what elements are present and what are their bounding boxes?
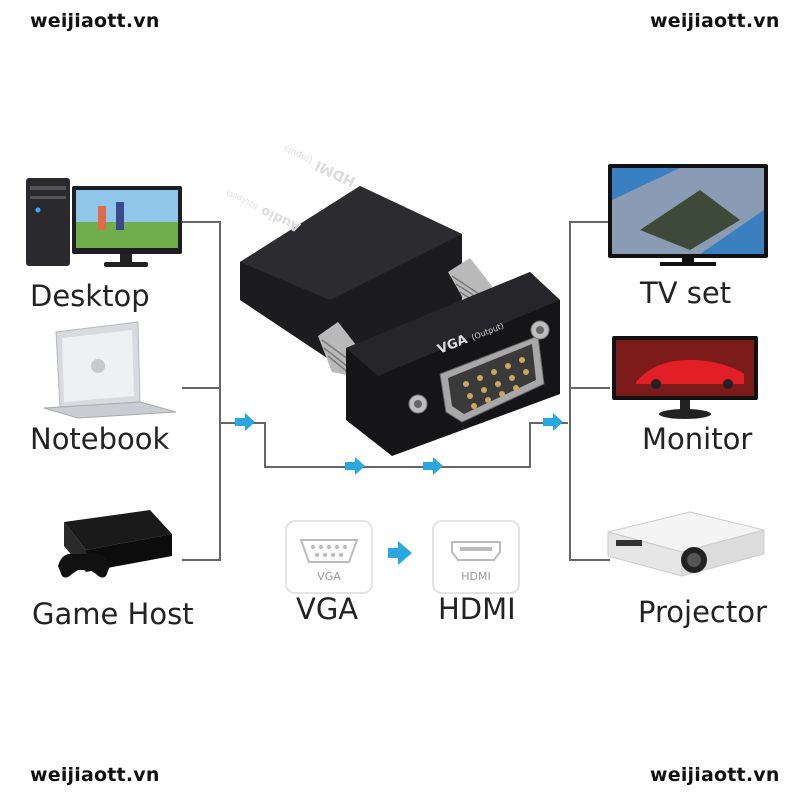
arrow-icon xyxy=(543,413,563,431)
watermark-top-right: weijiaott.vn xyxy=(650,10,780,32)
monitor-icon xyxy=(612,336,758,419)
arrow-icon xyxy=(423,457,443,475)
vga-port-card: VGA xyxy=(285,520,373,594)
hdmi-to-vga-adapter xyxy=(240,186,560,456)
output-label-projector: Projector xyxy=(638,595,767,629)
watermark-top-left: weijiaott.vn xyxy=(30,10,160,32)
hdmi-port-icon xyxy=(451,541,501,561)
output-label-tv-set: TV set xyxy=(640,276,732,310)
source-label-game-host: Game Host xyxy=(32,597,194,631)
arrow-icon xyxy=(345,457,365,475)
watermark-bottom-left: weijiaott.vn xyxy=(30,764,160,786)
output-label-monitor: Monitor xyxy=(642,422,753,456)
convert-arrow-icon xyxy=(388,541,412,565)
arrow-icon xyxy=(235,413,255,431)
conversion-label-hdmi: HDMI xyxy=(438,592,516,626)
vga-pins xyxy=(463,357,529,409)
conversion-label-vga: VGA xyxy=(296,592,359,626)
hdmi-port-card: HDMI xyxy=(432,520,520,594)
watermark-bottom-right: weijiaott.vn xyxy=(650,764,780,786)
flow-arrows xyxy=(235,413,563,565)
hdmi-icon-text: HDMI xyxy=(461,570,491,583)
vga-icon-text: VGA xyxy=(317,570,341,583)
source-label-desktop: Desktop xyxy=(30,279,150,313)
tv-icon xyxy=(608,164,768,266)
game-console-icon xyxy=(58,510,172,578)
laptop-icon xyxy=(43,321,177,419)
projector-icon xyxy=(607,511,765,577)
vga-port-icon xyxy=(299,539,359,563)
desktop-computer-icon xyxy=(26,178,182,267)
source-label-notebook: Notebook xyxy=(30,422,170,456)
connection-lines xyxy=(182,221,610,561)
